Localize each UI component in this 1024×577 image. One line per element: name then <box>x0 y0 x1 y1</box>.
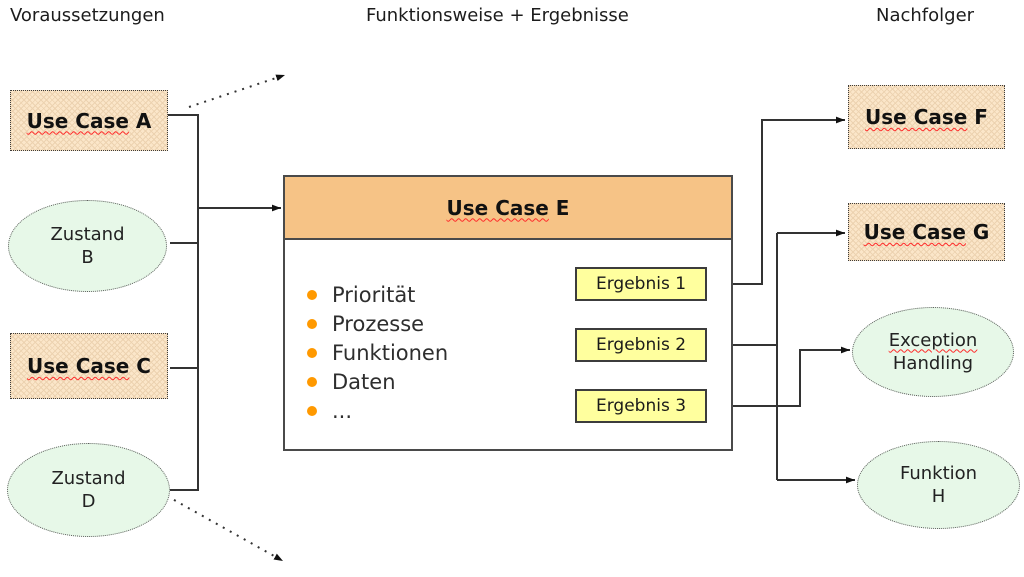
bullet-icon <box>307 347 317 358</box>
list-item: Prozesse <box>307 309 448 338</box>
column-header-successors: Nachfolger <box>876 5 975 26</box>
node-use-case-c: Use Case C <box>10 333 168 399</box>
use-case-e-header: Use Case E <box>285 177 731 240</box>
node-label: Use Case F <box>865 105 988 129</box>
node-zustand-b: Zustand B <box>8 200 167 292</box>
column-header-function-results: Funktionsweise + Ergebnisse <box>366 5 629 26</box>
node-ergebnis-2: Ergebnis 2 <box>575 328 707 362</box>
node-ergebnis-1: Ergebnis 1 <box>575 267 707 301</box>
node-exception-handling: Exception Handling <box>852 307 1014 397</box>
node-label: Use Case C <box>27 354 151 378</box>
arrow-ergebnis3-to-exception <box>707 346 850 407</box>
list-item: Daten <box>307 367 448 396</box>
dashed-arrow-bottom-right <box>166 495 284 562</box>
list-item: ... <box>307 396 448 425</box>
node-label: Use Case E <box>446 195 570 220</box>
node-funktion-h: Funktion H <box>857 441 1020 529</box>
node-label: Use Case G <box>863 220 990 244</box>
connector-left-trunk <box>167 114 199 491</box>
column-header-prerequisites: Voraussetzungen <box>10 5 165 26</box>
node-use-case-f: Use Case F <box>848 85 1005 149</box>
list-item: Priorität <box>307 280 448 309</box>
bullet-icon <box>307 376 317 387</box>
list-item: Funktionen <box>307 338 448 367</box>
node-label: Use Case A <box>26 108 152 133</box>
node-zustand-d: Zustand D <box>7 443 170 537</box>
arrow-ergebnis1-to-f <box>707 116 845 285</box>
dashed-arrow-top-right <box>188 74 286 108</box>
node-use-case-g: Use Case G <box>848 203 1005 261</box>
node-ergebnis-3: Ergebnis 3 <box>575 389 707 423</box>
bullet-icon <box>307 318 317 329</box>
bullet-icon <box>307 289 317 300</box>
bullet-icon <box>307 405 317 416</box>
feature-list: Priorität Prozesse Funktionen Daten ... <box>307 280 448 425</box>
node-use-case-a: Use Case A <box>10 90 168 151</box>
